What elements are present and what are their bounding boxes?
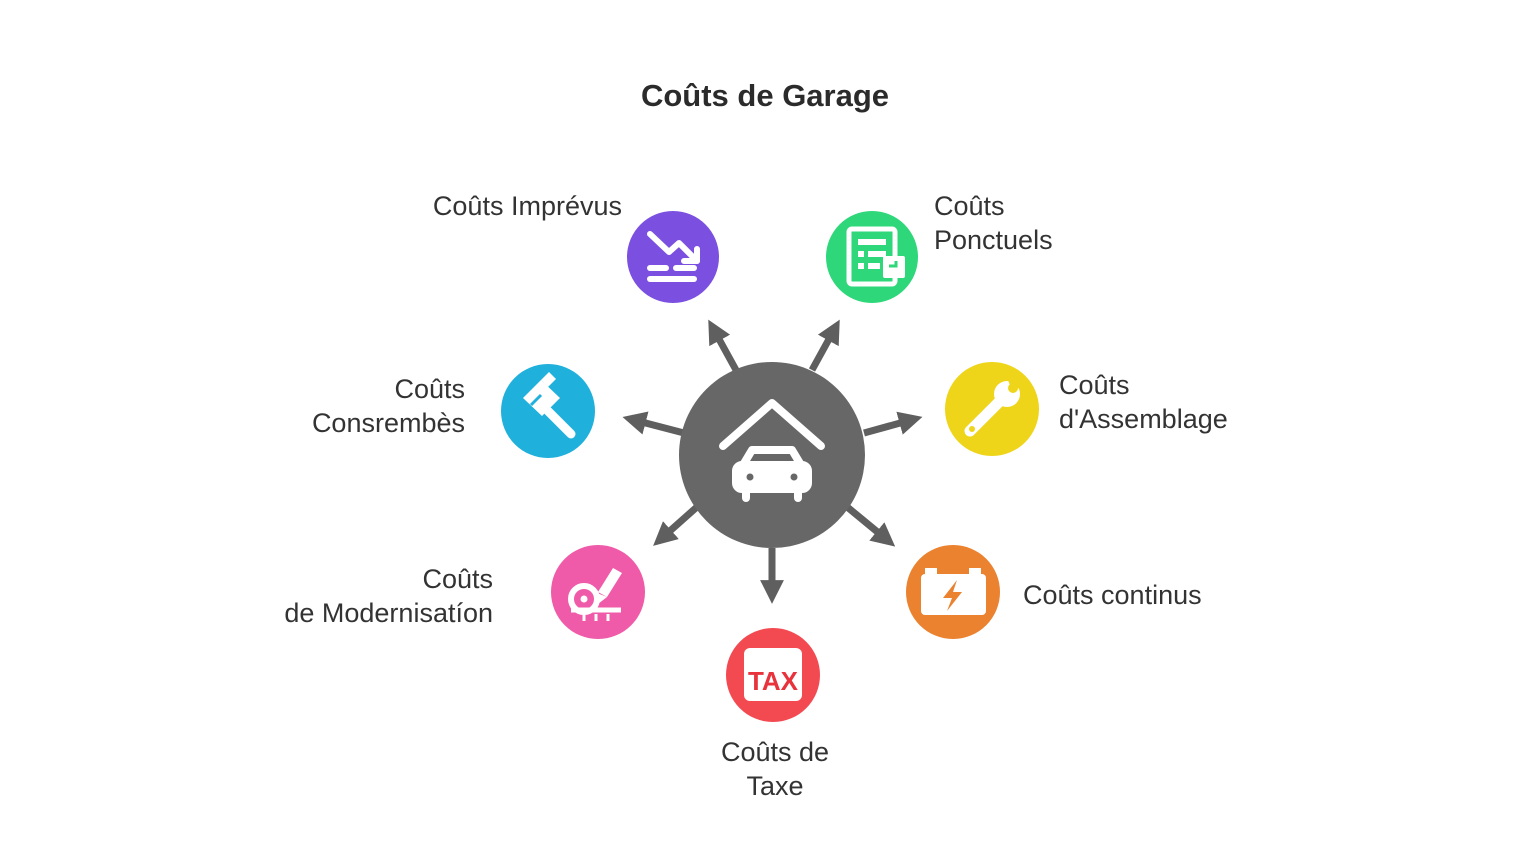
node-continus (906, 545, 1000, 639)
label-consrembes: Coûts Consrembès (311, 374, 465, 438)
label-assemblage: Coûts d'Assemblage (1059, 370, 1228, 434)
node-modernisation (551, 545, 645, 639)
trend-down-icon (647, 231, 700, 282)
label-imprevus: Coûts Imprévus (432, 191, 622, 221)
node-consrembes (501, 364, 595, 458)
node-ponctuels (826, 211, 918, 303)
node-assemblage (945, 362, 1039, 456)
garage-car-icon (719, 399, 825, 502)
wrench-icon (964, 378, 1023, 437)
node-taxe: TAX (726, 628, 820, 722)
arrow-imprevus (708, 319, 740, 372)
label-taxe: Coûts de Taxe (720, 737, 830, 801)
tax-icon: TAX (744, 648, 802, 701)
label-modernisation: Coûts de Modernisatíon (284, 564, 493, 628)
arrow-modernisation (653, 503, 701, 546)
battery-bolt-icon (921, 568, 986, 615)
arrow-assemblage (863, 411, 923, 437)
diagram-title: Coûts de Garage (640, 78, 890, 113)
connector-arrows (622, 319, 923, 604)
arrow-continus (843, 503, 896, 547)
svg-text:TAX: TAX (748, 666, 799, 696)
node-imprevus (627, 211, 719, 303)
hammer-icon (523, 372, 576, 439)
arrow-ponctuels (808, 319, 840, 372)
document-icon (846, 226, 905, 287)
tape-measure-icon (568, 568, 622, 621)
label-continus: Coûts continus (1023, 580, 1202, 610)
arrow-consrembes (622, 411, 685, 437)
hub-node (679, 362, 865, 548)
label-ponctuels: Coûts Ponctuels (934, 191, 1053, 255)
